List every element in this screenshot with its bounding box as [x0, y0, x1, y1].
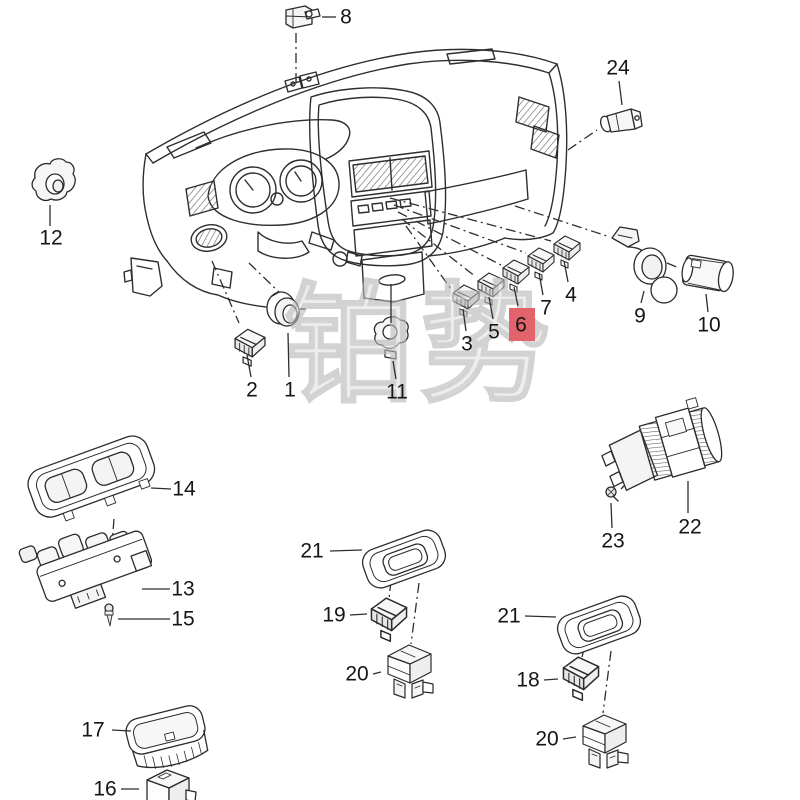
part-2-switch [234, 328, 266, 367]
part-15-screw [105, 604, 113, 626]
part-label-24: 24 [606, 57, 630, 80]
part-9-lighter-housing [612, 227, 677, 303]
part-label-6-highlighted: 6 [515, 314, 527, 337]
part-23-screw [606, 487, 618, 501]
part-label-5: 5 [488, 321, 500, 344]
part-1-knob [267, 292, 299, 326]
part-label-15: 15 [171, 608, 194, 631]
part-19-switch [370, 597, 408, 643]
part-label-16: 16 [93, 778, 116, 800]
part-label-13: 13 [171, 578, 194, 601]
part-label-4: 4 [565, 284, 577, 307]
part-10-socket [680, 254, 735, 292]
part-label-10: 10 [697, 314, 720, 337]
callout-labels: 8 24 12 2 1 11 3 5 6 7 4 9 10 14 13 15 1… [39, 6, 720, 800]
part-18-switch [562, 656, 600, 702]
dashboard-illustration [124, 49, 567, 309]
leader-lines [111, 33, 679, 713]
part-label-21-left: 21 [300, 540, 323, 563]
part-label-1: 1 [284, 379, 296, 402]
part-label-19: 19 [322, 604, 345, 627]
part-label-23: 23 [601, 530, 624, 553]
part-label-2: 2 [246, 379, 258, 402]
part-label-20-left: 20 [345, 663, 368, 686]
part-label-17: 17 [81, 719, 104, 742]
part-21-left-bezel [357, 525, 451, 593]
part-label-3: 3 [461, 333, 473, 356]
part-label-21-right: 21 [497, 605, 520, 628]
part-11-clip [374, 317, 408, 359]
part-17-tray [123, 703, 212, 775]
part-label-8: 8 [340, 6, 352, 29]
part-label-20-right: 20 [535, 728, 558, 751]
part-4-switch [553, 235, 581, 269]
part-label-22: 22 [678, 516, 701, 539]
part-label-9: 9 [634, 305, 646, 328]
highlight-box [509, 308, 535, 341]
watermark-text: 铂势 [284, 269, 556, 421]
part-16-switch [147, 770, 196, 800]
part-13-window-switch [18, 509, 158, 620]
part-12-knob [32, 159, 75, 201]
part-22-motor [594, 394, 727, 494]
part-label-7: 7 [540, 297, 552, 320]
part-label-12: 12 [39, 227, 62, 250]
part-20-left-switch [387, 644, 434, 699]
part-20-right-switch [582, 714, 629, 769]
part-8-sensor [286, 6, 320, 28]
part-21-right-bezel [552, 591, 646, 659]
part-24-sensor [599, 109, 642, 133]
part-14-bezel [24, 432, 162, 530]
callout-lines [50, 17, 708, 789]
part-label-18: 18 [516, 669, 539, 692]
part-label-11: 11 [386, 381, 408, 404]
part-label-14: 14 [172, 478, 196, 501]
